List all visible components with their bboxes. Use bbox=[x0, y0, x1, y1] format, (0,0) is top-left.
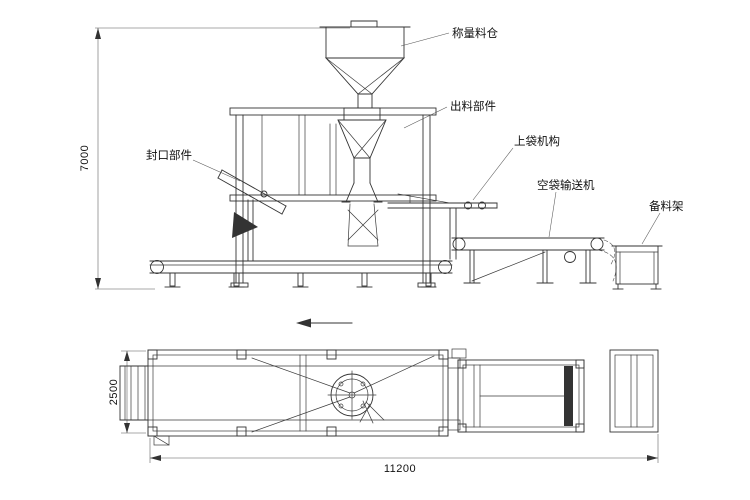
dimension-11200-label: 11200 bbox=[384, 463, 416, 475]
stock-rack-elevation bbox=[611, 245, 663, 290]
output-conveyor bbox=[149, 260, 453, 288]
callout-bag-loading: 上袋机构 bbox=[472, 134, 560, 201]
plan-view: 2500 bbox=[108, 318, 659, 475]
callout-sealing-part: 封口部件 bbox=[146, 148, 241, 182]
plan-filling-head bbox=[327, 370, 385, 424]
label-bag-loading: 上袋机构 bbox=[514, 134, 560, 148]
callout-discharge-part: 出料部件 bbox=[403, 99, 496, 129]
flow-direction-arrow bbox=[296, 318, 353, 328]
callout-stock-rack: 备料架 bbox=[641, 199, 684, 245]
sealing-assembly bbox=[217, 169, 287, 262]
machine-frame bbox=[229, 107, 437, 288]
weighing-hopper bbox=[319, 20, 411, 109]
empty-bag-conveyor-elevation bbox=[451, 237, 617, 284]
plan-main-frame bbox=[119, 349, 449, 446]
bag-loading-arm bbox=[387, 193, 498, 260]
dimension-7000: 7000 bbox=[79, 27, 350, 290]
label-discharge-part: 出料部件 bbox=[450, 99, 496, 113]
label-weighing-hopper: 称量料仓 bbox=[452, 26, 498, 40]
plan-empty-bag-conveyor bbox=[447, 348, 585, 433]
callout-weighing-hopper: 称量料仓 bbox=[400, 26, 498, 47]
label-stock-rack: 备料架 bbox=[649, 199, 684, 213]
callout-empty-bag-conveyor: 空袋输送机 bbox=[537, 178, 595, 238]
dimension-2500: 2500 bbox=[108, 350, 146, 434]
plan-stock-rack bbox=[609, 349, 659, 433]
dimension-2500-label: 2500 bbox=[108, 379, 120, 405]
dimension-11200: 11200 bbox=[149, 434, 659, 475]
dimension-7000-label: 7000 bbox=[79, 145, 91, 171]
elevation-view: 7000 bbox=[79, 20, 684, 290]
label-empty-bag-conveyor: 空袋输送机 bbox=[537, 178, 595, 192]
discharge-assembly bbox=[337, 107, 387, 247]
label-sealing-part: 封口部件 bbox=[146, 148, 192, 162]
